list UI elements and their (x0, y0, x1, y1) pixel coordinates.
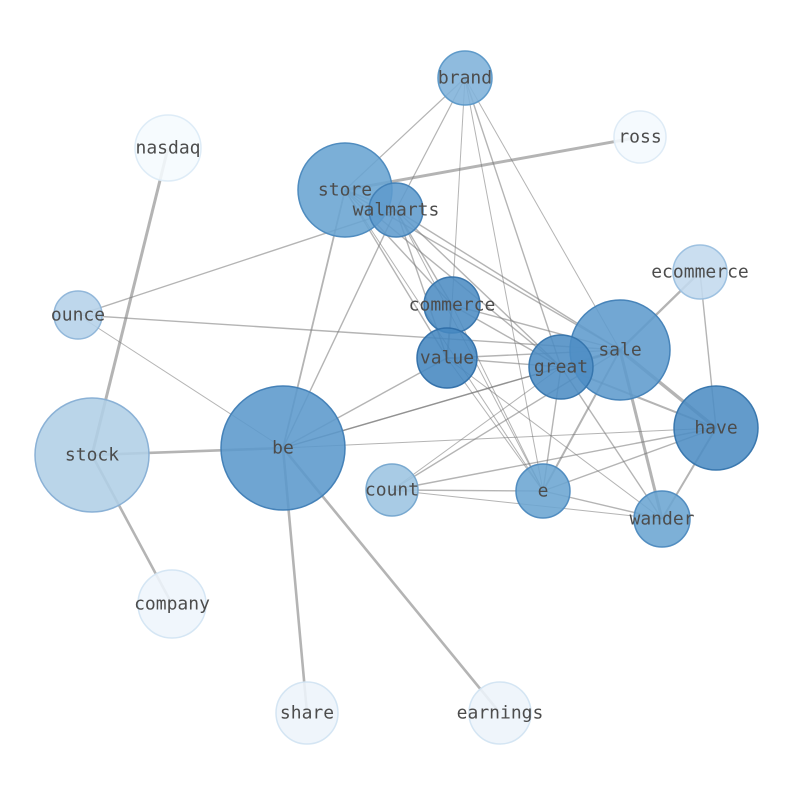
node-label-store: store (318, 180, 372, 201)
edge-brand-sale (464, 77, 621, 351)
edge-brand-great (464, 77, 562, 368)
node-label-count: count (365, 480, 419, 501)
node-great (528, 334, 594, 400)
node-label-e: e (538, 481, 549, 502)
node-be (220, 385, 346, 511)
node-label-brand: brand (438, 68, 492, 89)
node-label-earnings: earnings (457, 703, 544, 724)
node-label-ounce: ounce (51, 305, 105, 326)
node-wander (633, 490, 691, 548)
edge-have-count (391, 427, 717, 491)
node-label-great: great (534, 357, 588, 378)
node-e (515, 463, 571, 519)
node-nasdaq (134, 114, 202, 182)
node-label-be: be (272, 438, 294, 459)
node-label-value: value (420, 348, 474, 369)
node-value (416, 327, 478, 389)
node-label-ross: ross (618, 127, 661, 148)
node-label-have: have (694, 418, 737, 439)
node-ounce (53, 290, 103, 340)
edge-brand-commerce (451, 77, 466, 306)
node-stock (34, 397, 150, 513)
node-label-stock: stock (65, 445, 119, 466)
node-label-sale: sale (598, 340, 641, 361)
edge-ross-store (344, 135, 641, 192)
node-company (137, 569, 207, 639)
node-count (365, 463, 419, 517)
edge-walmarts-great (395, 209, 562, 368)
node-label-wander: wander (629, 509, 694, 530)
node-label-ecommerce: ecommerce (651, 262, 749, 283)
node-brand (437, 50, 493, 106)
node-walmarts (368, 182, 424, 238)
edge-great-count (391, 366, 562, 491)
node-ecommerce (672, 244, 728, 300)
edge-ounce-sale (77, 314, 621, 351)
node-label-walmarts: walmarts (353, 200, 440, 221)
node-label-share: share (280, 703, 334, 724)
node-share (275, 681, 339, 745)
edge-brand-e (464, 77, 544, 492)
node-earnings (468, 681, 532, 745)
node-label-commerce: commerce (409, 295, 496, 316)
node-have (673, 385, 759, 471)
edge-be-have (282, 427, 717, 449)
node-ross (613, 110, 667, 164)
node-label-company: company (134, 594, 210, 615)
node-label-nasdaq: nasdaq (135, 138, 200, 159)
edge-value-wander (446, 357, 663, 520)
